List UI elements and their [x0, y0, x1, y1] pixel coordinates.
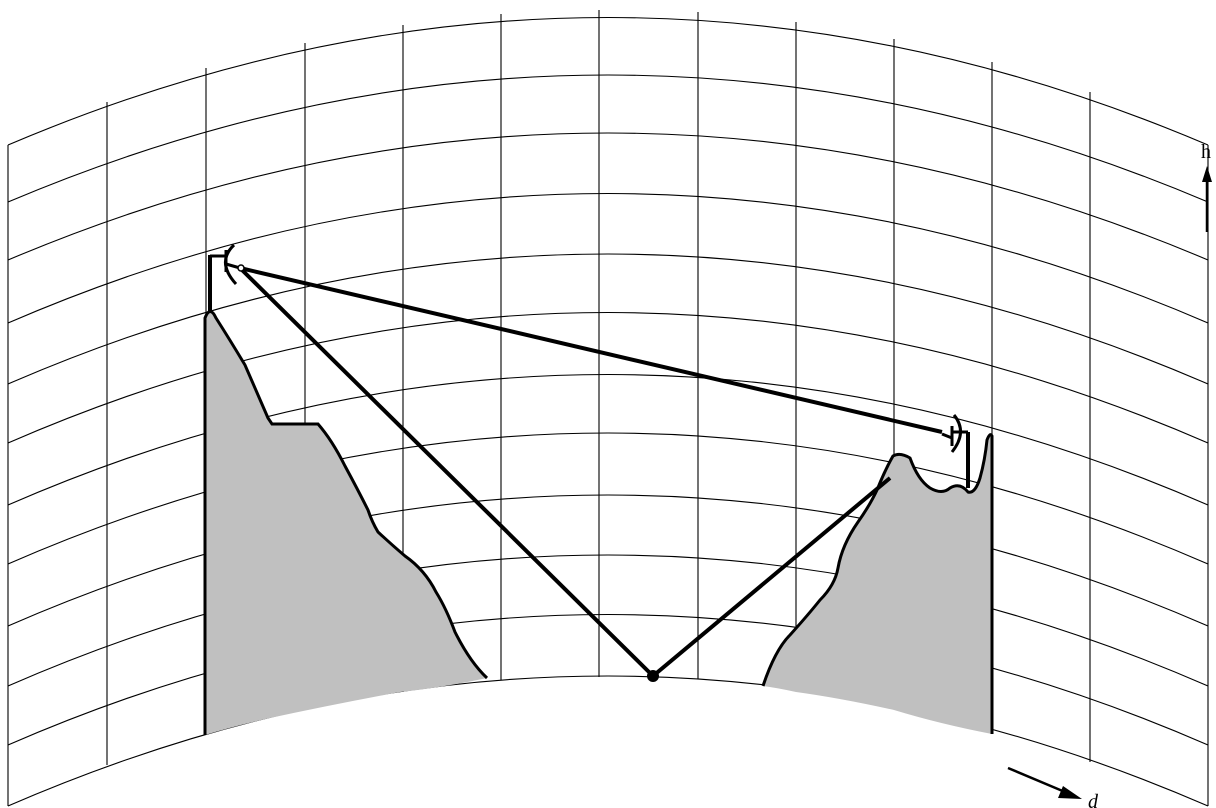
grid-arc-3	[7, 132, 1209, 261]
direct-path-line	[239, 266, 943, 434]
left-dish-antenna-icon	[210, 243, 241, 286]
grid-arc-7	[7, 373, 1209, 506]
incident-ray-line	[238, 266, 655, 678]
distance-axis: d	[1007, 766, 1099, 808]
grid-arc-6	[7, 311, 1209, 444]
height-axis-label: h	[1201, 141, 1211, 163]
distance-axis-arrow-line	[1007, 766, 1066, 794]
grid-arc-4	[7, 192, 1209, 324]
grid-arc-1	[7, 16, 1209, 146]
up-arrow-icon	[1202, 166, 1212, 182]
grid-arc-11	[7, 613, 1209, 746]
right-arrow-icon	[1058, 786, 1082, 799]
reflection-point	[647, 670, 659, 682]
grid-arc-10	[7, 554, 1209, 687]
grid-arc-9	[7, 494, 1209, 627]
grid-arc-2	[7, 74, 1209, 203]
grid-arc-5	[7, 253, 1209, 385]
reflected-ray-line	[651, 476, 892, 678]
right-dish-antenna-icon	[941, 414, 968, 453]
terrain-right-outline	[761, 433, 994, 734]
curved-grid	[7, 10, 1209, 807]
terrain-right	[763, 434, 992, 734]
terrain-left	[205, 311, 487, 735]
grid-arc-12	[7, 675, 1209, 807]
grid-arc-8	[7, 432, 1209, 565]
height-axis: h	[1201, 141, 1212, 232]
terrain-left-outline	[203, 310, 489, 735]
transmitter-point	[237, 264, 245, 272]
distance-axis-label: d	[1088, 791, 1099, 808]
